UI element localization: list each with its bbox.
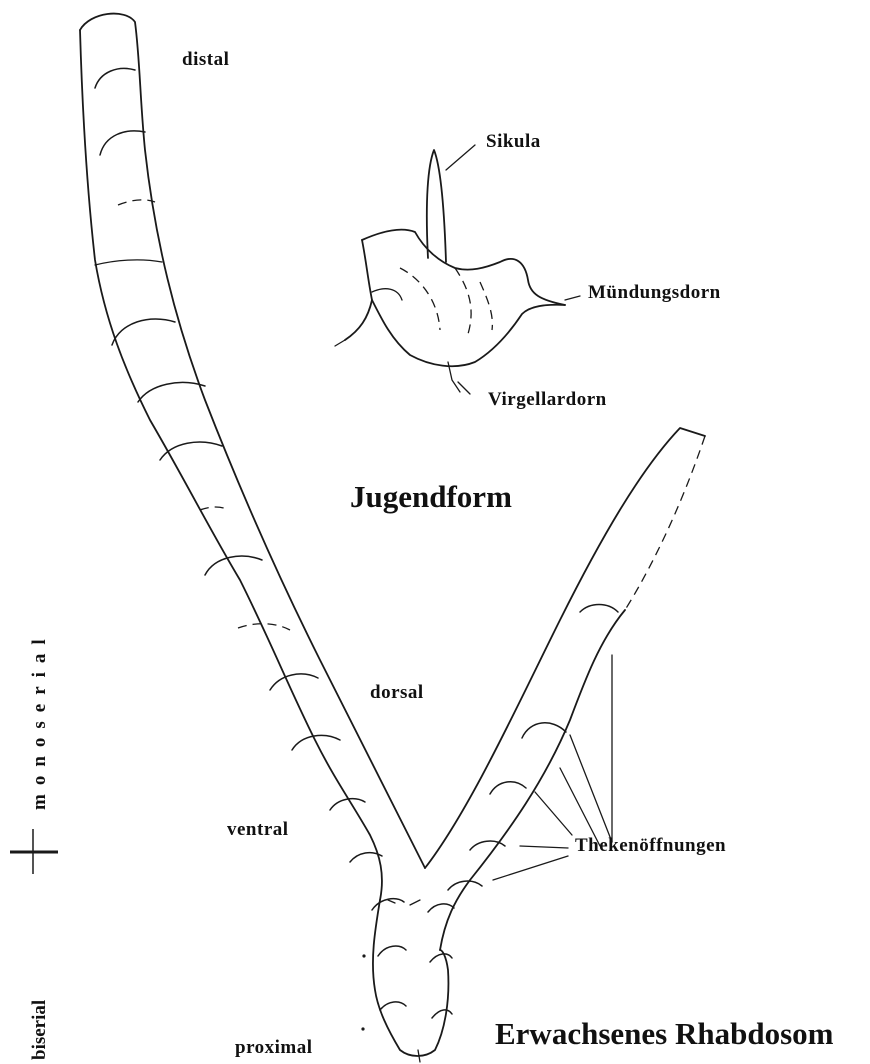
label-distal: distal: [182, 50, 229, 69]
proximal-base: [373, 900, 449, 1062]
right-thecal-apertures: [428, 605, 618, 1019]
left-thecal-apertures: [95, 68, 406, 1010]
label-thekenoeffnungen: Thekenöffnungen: [575, 836, 726, 855]
label-biserial: biserial: [30, 1000, 49, 1060]
serial-separator: [10, 829, 58, 874]
left-stipe-segments: [95, 200, 290, 630]
label-ventral: ventral: [227, 820, 289, 839]
label-muendungsdorn: Mündungsdorn: [588, 283, 721, 302]
label-virgellardorn: Virgellardorn: [488, 390, 607, 409]
label-monoserial: monoserial: [30, 630, 49, 810]
juvenile-form: [335, 150, 565, 392]
label-jugendform: Jugendform: [350, 481, 512, 512]
label-sikula: Sikula: [486, 132, 541, 151]
label-proximal: proximal: [235, 1038, 313, 1057]
label-dorsal: dorsal: [370, 683, 424, 702]
left-stipe: [80, 14, 425, 900]
label-erwachsenes-rhabdosom: Erwachsenes Rhabdosom: [495, 1018, 833, 1049]
